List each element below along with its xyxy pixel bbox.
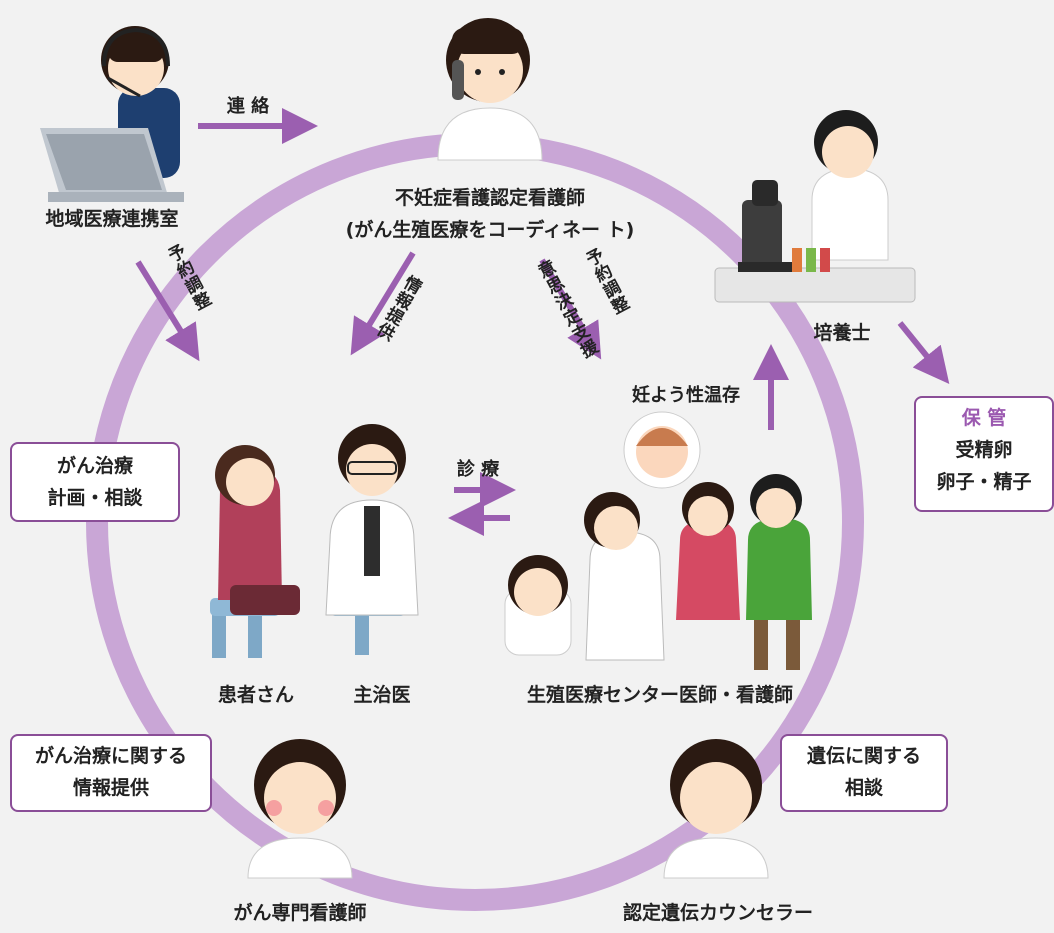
doctor-icon bbox=[325, 424, 419, 655]
cancer-nurse-label: がん専門看護師 bbox=[233, 902, 367, 924]
baby-icon bbox=[623, 411, 701, 489]
call-center-person-icon bbox=[40, 26, 184, 202]
appointment-right-arrow bbox=[539, 258, 602, 360]
center-staff-label: 生殖医療センター医師・看護師 bbox=[526, 684, 794, 706]
genetic-counselor-label: 認定遺伝カウンセラー bbox=[622, 902, 814, 924]
cancer-info-line2: 情報提供 bbox=[72, 777, 149, 799]
embryologist-microscope-icon bbox=[714, 110, 916, 303]
appointment-left-arrow bbox=[135, 260, 200, 362]
cancer-plan-line2: 計画・相談 bbox=[47, 487, 143, 509]
consultation-label: 診 療 bbox=[456, 459, 500, 480]
medical-team-icon bbox=[504, 474, 812, 670]
storage-line2: 卵子・精子 bbox=[936, 471, 1032, 493]
attending-doctor-label: 主治医 bbox=[353, 684, 411, 706]
cancer-nurse-icon bbox=[247, 739, 353, 879]
info-provision-arrow bbox=[350, 251, 416, 356]
cancer-info-box: がん治療に関する 情報提供 bbox=[10, 734, 212, 812]
storage-title: 保 管 bbox=[961, 407, 1007, 429]
contact-arrow-label: 連 絡 bbox=[226, 96, 270, 117]
storage-arrow bbox=[897, 321, 950, 384]
patient-icon bbox=[210, 445, 300, 658]
cancer-info-line1: がん治療に関する bbox=[34, 745, 187, 767]
regional-office-label: 地域医療連携室 bbox=[45, 208, 179, 230]
patient-label: 患者さん bbox=[217, 684, 295, 706]
fertility-nurse-sub-label: (がん生殖医療をコーディネー ト) bbox=[345, 219, 635, 241]
fertility-nurse-label: 不妊症看護認定看護師 bbox=[394, 187, 586, 209]
storage-box: 保 管 受精卵 卵子・精子 bbox=[914, 396, 1054, 512]
embryologist-label: 培養士 bbox=[813, 322, 871, 344]
nurse-phone-icon bbox=[437, 18, 543, 161]
genetic-counselor-icon bbox=[663, 739, 769, 879]
storage-line1: 受精卵 bbox=[955, 439, 1013, 461]
preservation-label: 妊よう性温存 bbox=[632, 385, 740, 406]
genetic-box: 遺伝に関する 相談 bbox=[780, 734, 948, 812]
cancer-plan-box: がん治療 計画・相談 bbox=[10, 442, 180, 522]
genetic-line2: 相談 bbox=[844, 777, 883, 799]
genetic-line1: 遺伝に関する bbox=[806, 745, 921, 767]
cancer-plan-line1: がん治療 bbox=[56, 455, 133, 477]
